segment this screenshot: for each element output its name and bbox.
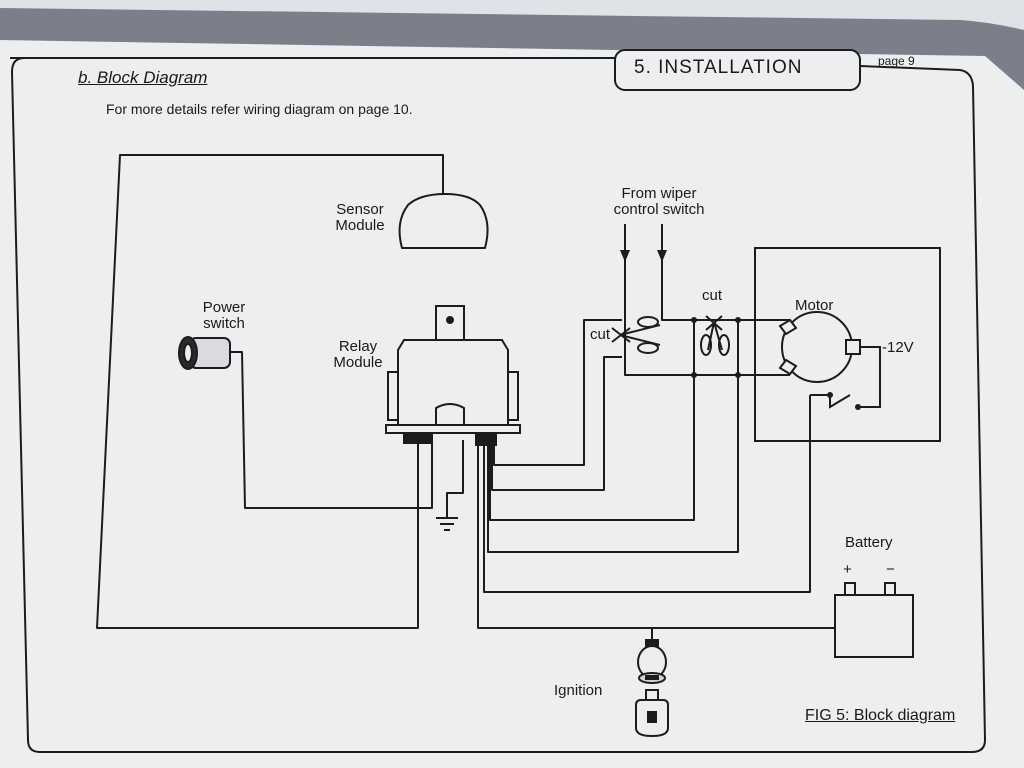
motor-wiring	[810, 346, 881, 409]
cut-icon-top	[700, 315, 730, 356]
cut-label-left: cut	[590, 326, 611, 343]
relay-module-label-line1: Relay	[338, 338, 378, 355]
battery-label: Battery	[845, 534, 893, 551]
wire-ground	[446, 440, 464, 518]
section-title-tab	[614, 49, 861, 91]
previous-page-edge	[0, 0, 1024, 30]
ground-symbol	[436, 517, 458, 531]
relay-module	[385, 305, 521, 446]
motor-label: Motor	[795, 297, 834, 314]
ignition-switch	[637, 639, 667, 684]
reference-note: For more details refer wiring diagram on…	[106, 101, 413, 117]
motor-enclosure	[754, 247, 941, 442]
section-title: 5. INSTALLATION	[634, 57, 803, 78]
battery-minus-label: −	[886, 561, 895, 578]
power-switch-label: Power switch	[203, 300, 246, 332]
battery-symbol	[834, 582, 914, 658]
cut-label-top: cut	[702, 287, 723, 304]
wiper-switch-label-line1: From wiper	[621, 185, 697, 202]
figure-caption: FIG 5: Block diagram	[805, 707, 956, 724]
ignition-key-icon	[635, 689, 669, 738]
page-border	[10, 57, 987, 753]
wire-power-switch	[228, 351, 433, 509]
relay-module-label-line2: Module	[333, 354, 383, 371]
ignition-label: Ignition	[554, 682, 603, 699]
cut-icon-left	[611, 316, 661, 354]
power-switch-knob	[178, 336, 231, 370]
power-switch-label-line1: Power	[202, 299, 246, 316]
voltage-label: -12V	[882, 339, 914, 356]
wiper-input-arrows	[620, 250, 667, 262]
diagram-heading: b. Block Diagram	[78, 68, 208, 87]
sensor-module-label-line1: Sensor	[336, 201, 384, 218]
wiper-switch-label-line2: control switch	[613, 201, 705, 218]
power-switch-label-line2: switch	[203, 315, 245, 332]
sensor-module	[398, 193, 489, 249]
battery-plus-label: +	[843, 561, 852, 578]
page-number: page 9	[878, 54, 915, 68]
relay-output-wires	[477, 319, 835, 629]
wiper-switch-label: From wiper control switch	[614, 186, 705, 218]
sensor-module-label-line2: Module	[335, 217, 385, 234]
sensor-module-label: Sensor Module	[335, 202, 384, 234]
wire-sensor-loop	[96, 154, 444, 629]
relay-module-label: Relay Module	[333, 339, 382, 371]
motor-contacts	[827, 392, 861, 410]
